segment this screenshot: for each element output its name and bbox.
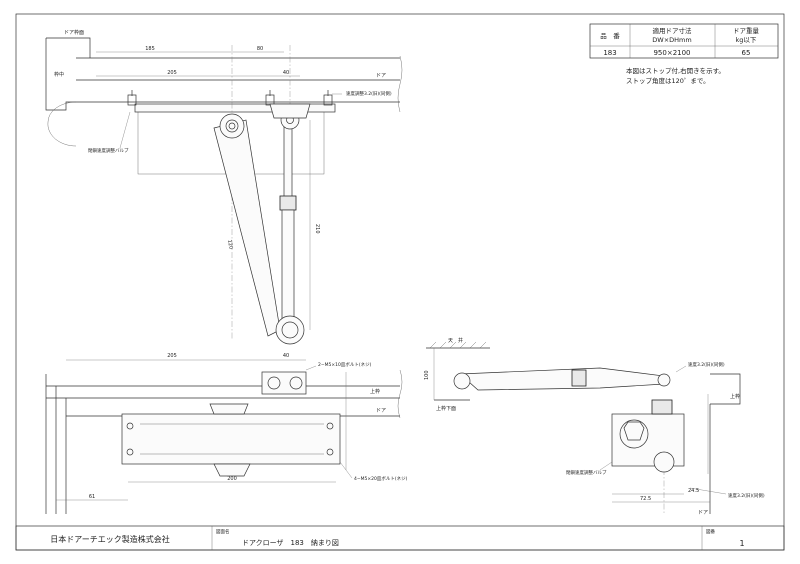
front-view: 上枠 ドア 205 40 200 61 2−M5×10皿ボルト(ネジ) 4−M5… <box>45 353 408 514</box>
spec-header-weight: ドア重量 <box>733 27 760 35</box>
front-frame-label: 上枠 <box>370 388 380 395</box>
note-line-1: 本図はストップ付,右開きを示す。 <box>626 66 725 75</box>
side-dim-24-5: 24.5 <box>688 488 699 494</box>
front-callout-m5x20: 4−M5×20皿ボルト(ネジ) <box>354 475 408 482</box>
top-dim-80: 80 <box>257 46 263 52</box>
top-callout-speed: 速度調整3.2(旧)(同側) <box>346 90 392 97</box>
side-callout-speed-1: 速度3.2(旧)(同側) <box>688 361 725 368</box>
title-name-header: 図面名 <box>216 528 230 535</box>
title-sheet-no: 1 <box>739 539 744 548</box>
front-dim-200: 200 <box>227 476 237 482</box>
spec-header-door-size: 適用ドア寸法 <box>653 26 693 35</box>
top-dim-120: 120 <box>226 239 234 249</box>
spec-header-door-size-unit: DW×DHmm <box>652 36 691 44</box>
note-line-2: ストップ角度は120゜まで。 <box>626 76 710 85</box>
side-callout-speed-2: 速度3.2(旧)(同側) <box>728 492 765 499</box>
side-frame-label: 上枠 <box>730 393 740 400</box>
title-sheet-header: 図番 <box>706 528 715 535</box>
top-dim-210: 210 <box>314 224 320 234</box>
top-dim-40: 40 <box>283 70 289 76</box>
front-dim-40: 40 <box>283 353 289 359</box>
side-dim-100: 100 <box>424 370 430 380</box>
top-dim-205: 205 <box>167 70 177 76</box>
side-dim-72-5: 72.5 <box>640 496 651 502</box>
top-dim-185: 185 <box>145 46 155 52</box>
spec-table: 品 番 適用ドア寸法 DW×DHmm ドア重量 kg以下 183 950×210… <box>589 23 779 59</box>
title-block: 日本ドアーチエック製造株式会社 図面名 ドアクローザ 183 納まり図 図番 1 <box>15 525 785 551</box>
spec-value-weight: 65 <box>742 49 751 57</box>
title-drawing-name: ドアクローザ 183 納まり図 <box>242 538 339 547</box>
side-callout-valve: 閉鎖速度調整バルブ <box>566 469 607 476</box>
spec-header-weight-unit: kg以下 <box>736 36 757 44</box>
side-door-label: ドア <box>698 510 708 516</box>
front-callout-m5x10: 2−M5×10皿ボルト(ネジ) <box>318 361 372 368</box>
top-callout-valve: 閉鎖速度調整バルブ <box>88 147 129 154</box>
spec-header-model: 品 番 <box>600 32 620 40</box>
front-dim-205: 205 <box>167 353 177 359</box>
front-door-label: ドア <box>376 408 386 414</box>
top-door-label: ドア <box>376 73 386 79</box>
spec-value-model: 183 <box>603 49 616 57</box>
spec-value-door-size: 950×2100 <box>653 49 690 57</box>
title-company: 日本ドアーチエック製造株式会社 <box>50 534 170 544</box>
top-view: ドア枠面 枠中 ドア 185 80 205 40 <box>45 29 403 345</box>
top-head-label: 枠中 <box>54 71 64 78</box>
front-dim-61: 61 <box>89 494 95 500</box>
top-door-frame-label: ドア枠面 <box>64 29 84 36</box>
side-ceiling-label: 天 井 <box>448 337 463 344</box>
side-top-label: 上枠下面 <box>436 405 456 412</box>
side-view: 天 井 上枠下面 100 上枠 24.5 72.5 ドア 速度3.2(旧)(同側… <box>424 337 765 516</box>
